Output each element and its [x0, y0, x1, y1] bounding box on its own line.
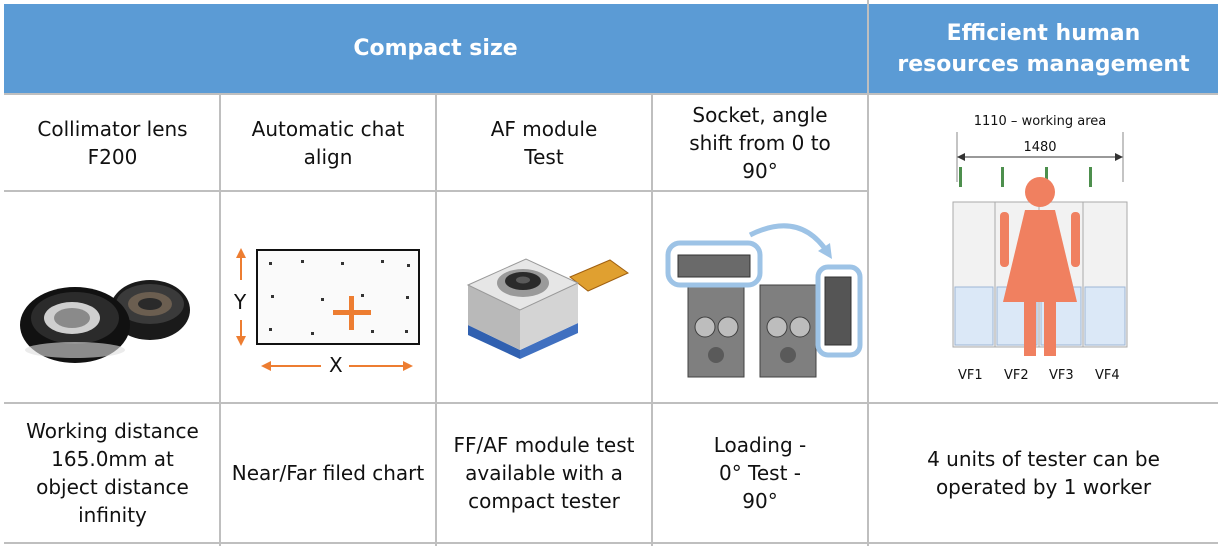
tester-label-vf2: VF2 [1004, 368, 1029, 383]
column-title-chart-align: Automatic chat align [221, 95, 435, 190]
hr-description-text: 4 units of tester can be operated by 1 w… [927, 447, 1160, 499]
column-title-socket: Socket, angle shift from 0 to 90° [653, 95, 867, 190]
description-socket: Loading - 0° Test - 90° [653, 404, 867, 542]
divider [4, 402, 1218, 404]
tester-label-vf1: VF1 [958, 368, 983, 383]
tester-label-vf4: VF4 [1095, 368, 1120, 383]
header-efficient-hr-text: Efficient human resources management [897, 20, 1190, 77]
af-module-image [460, 255, 635, 365]
divider [435, 93, 437, 546]
af-module-description-text: FF/AF module test available with a compa… [453, 433, 635, 513]
collimator-lens-image [10, 260, 215, 370]
chart-align-title-text: Automatic chat align [251, 116, 405, 169]
divider [4, 190, 867, 192]
chart-align-description-text: Near/Far filed chart [231, 461, 425, 485]
working-area-label: 1110 – working area [973, 114, 1107, 129]
divider [867, 0, 869, 546]
collimator-description-text: Working distance 165.0mm at object dista… [26, 419, 199, 527]
af-module-title-text: AF module Test [490, 116, 598, 169]
description-af-module: FF/AF module test available with a compa… [437, 404, 651, 542]
header-efficient-hr: Efficient human resources management [869, 4, 1218, 93]
chart-align-image: Y X [221, 240, 435, 380]
column-title-af-module: AF module Test [437, 95, 651, 190]
socket-rotation-image [660, 215, 865, 385]
socket-description-text: Loading - 0° Test - 90° [713, 433, 807, 513]
axis-x-label: X [329, 353, 343, 377]
column-title-collimator: Collimator lens F200 [10, 95, 215, 190]
description-chart-align: Near/Far filed chart [221, 404, 435, 542]
tester-label-vf3: VF3 [1049, 368, 1074, 383]
header-compact-size: Compact size [4, 4, 867, 93]
collimator-title-text: Collimator lens F200 [37, 116, 188, 169]
tester-bank-image: 1110 – working area 1480 VF1 VF2 VF3 VF4 [945, 112, 1135, 392]
divider [219, 93, 221, 546]
header-compact-size-text: Compact size [353, 36, 518, 61]
divider [4, 542, 1218, 544]
socket-title-text: Socket, angle shift from 0 to 90° [689, 102, 831, 183]
width-label: 1480 [1023, 140, 1057, 155]
divider [651, 93, 653, 546]
divider [4, 93, 1218, 95]
axis-y-label: Y [234, 290, 247, 314]
description-collimator: Working distance 165.0mm at object dista… [8, 404, 217, 542]
description-hr: 4 units of tester can be operated by 1 w… [869, 404, 1218, 542]
